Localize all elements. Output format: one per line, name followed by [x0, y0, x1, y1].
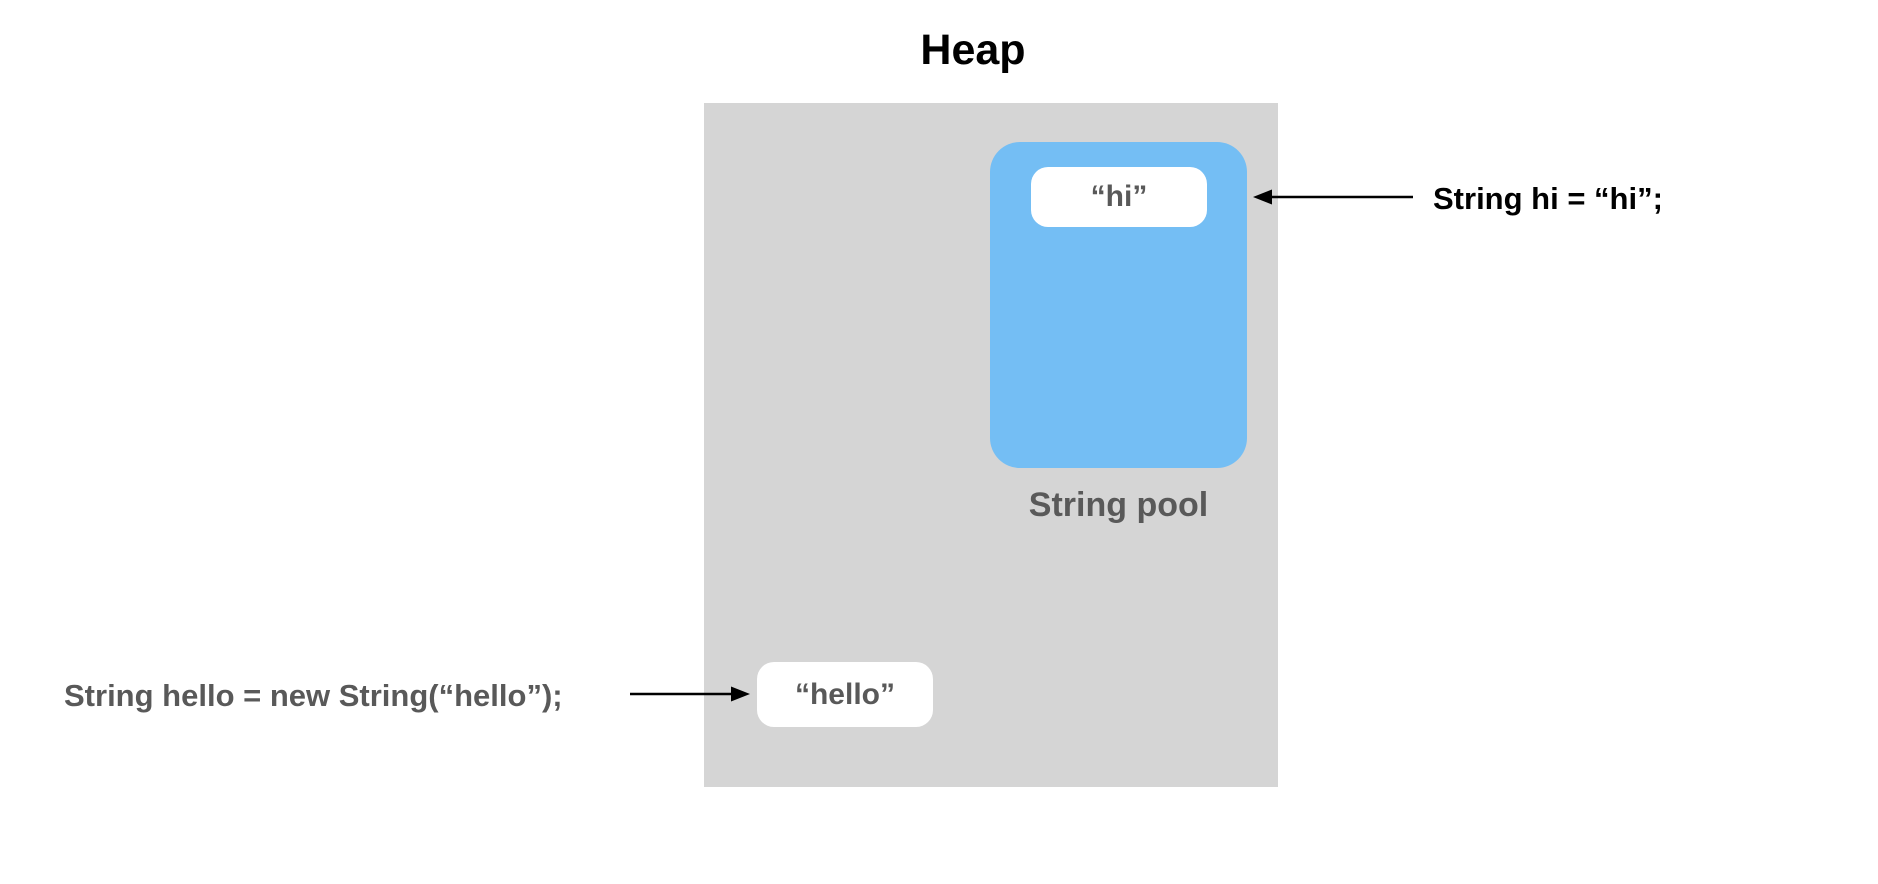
string-object-hello-box: “hello”	[757, 662, 933, 727]
code-annotation-hello: String hello = new String(“hello”);	[64, 678, 563, 713]
code-annotation-hi: String hi = “hi”;	[1433, 181, 1663, 216]
heap-title: Heap	[920, 26, 1026, 74]
string-literal-hi-box: “hi”	[1031, 167, 1207, 227]
string-pool-label: String pool	[1028, 486, 1209, 524]
